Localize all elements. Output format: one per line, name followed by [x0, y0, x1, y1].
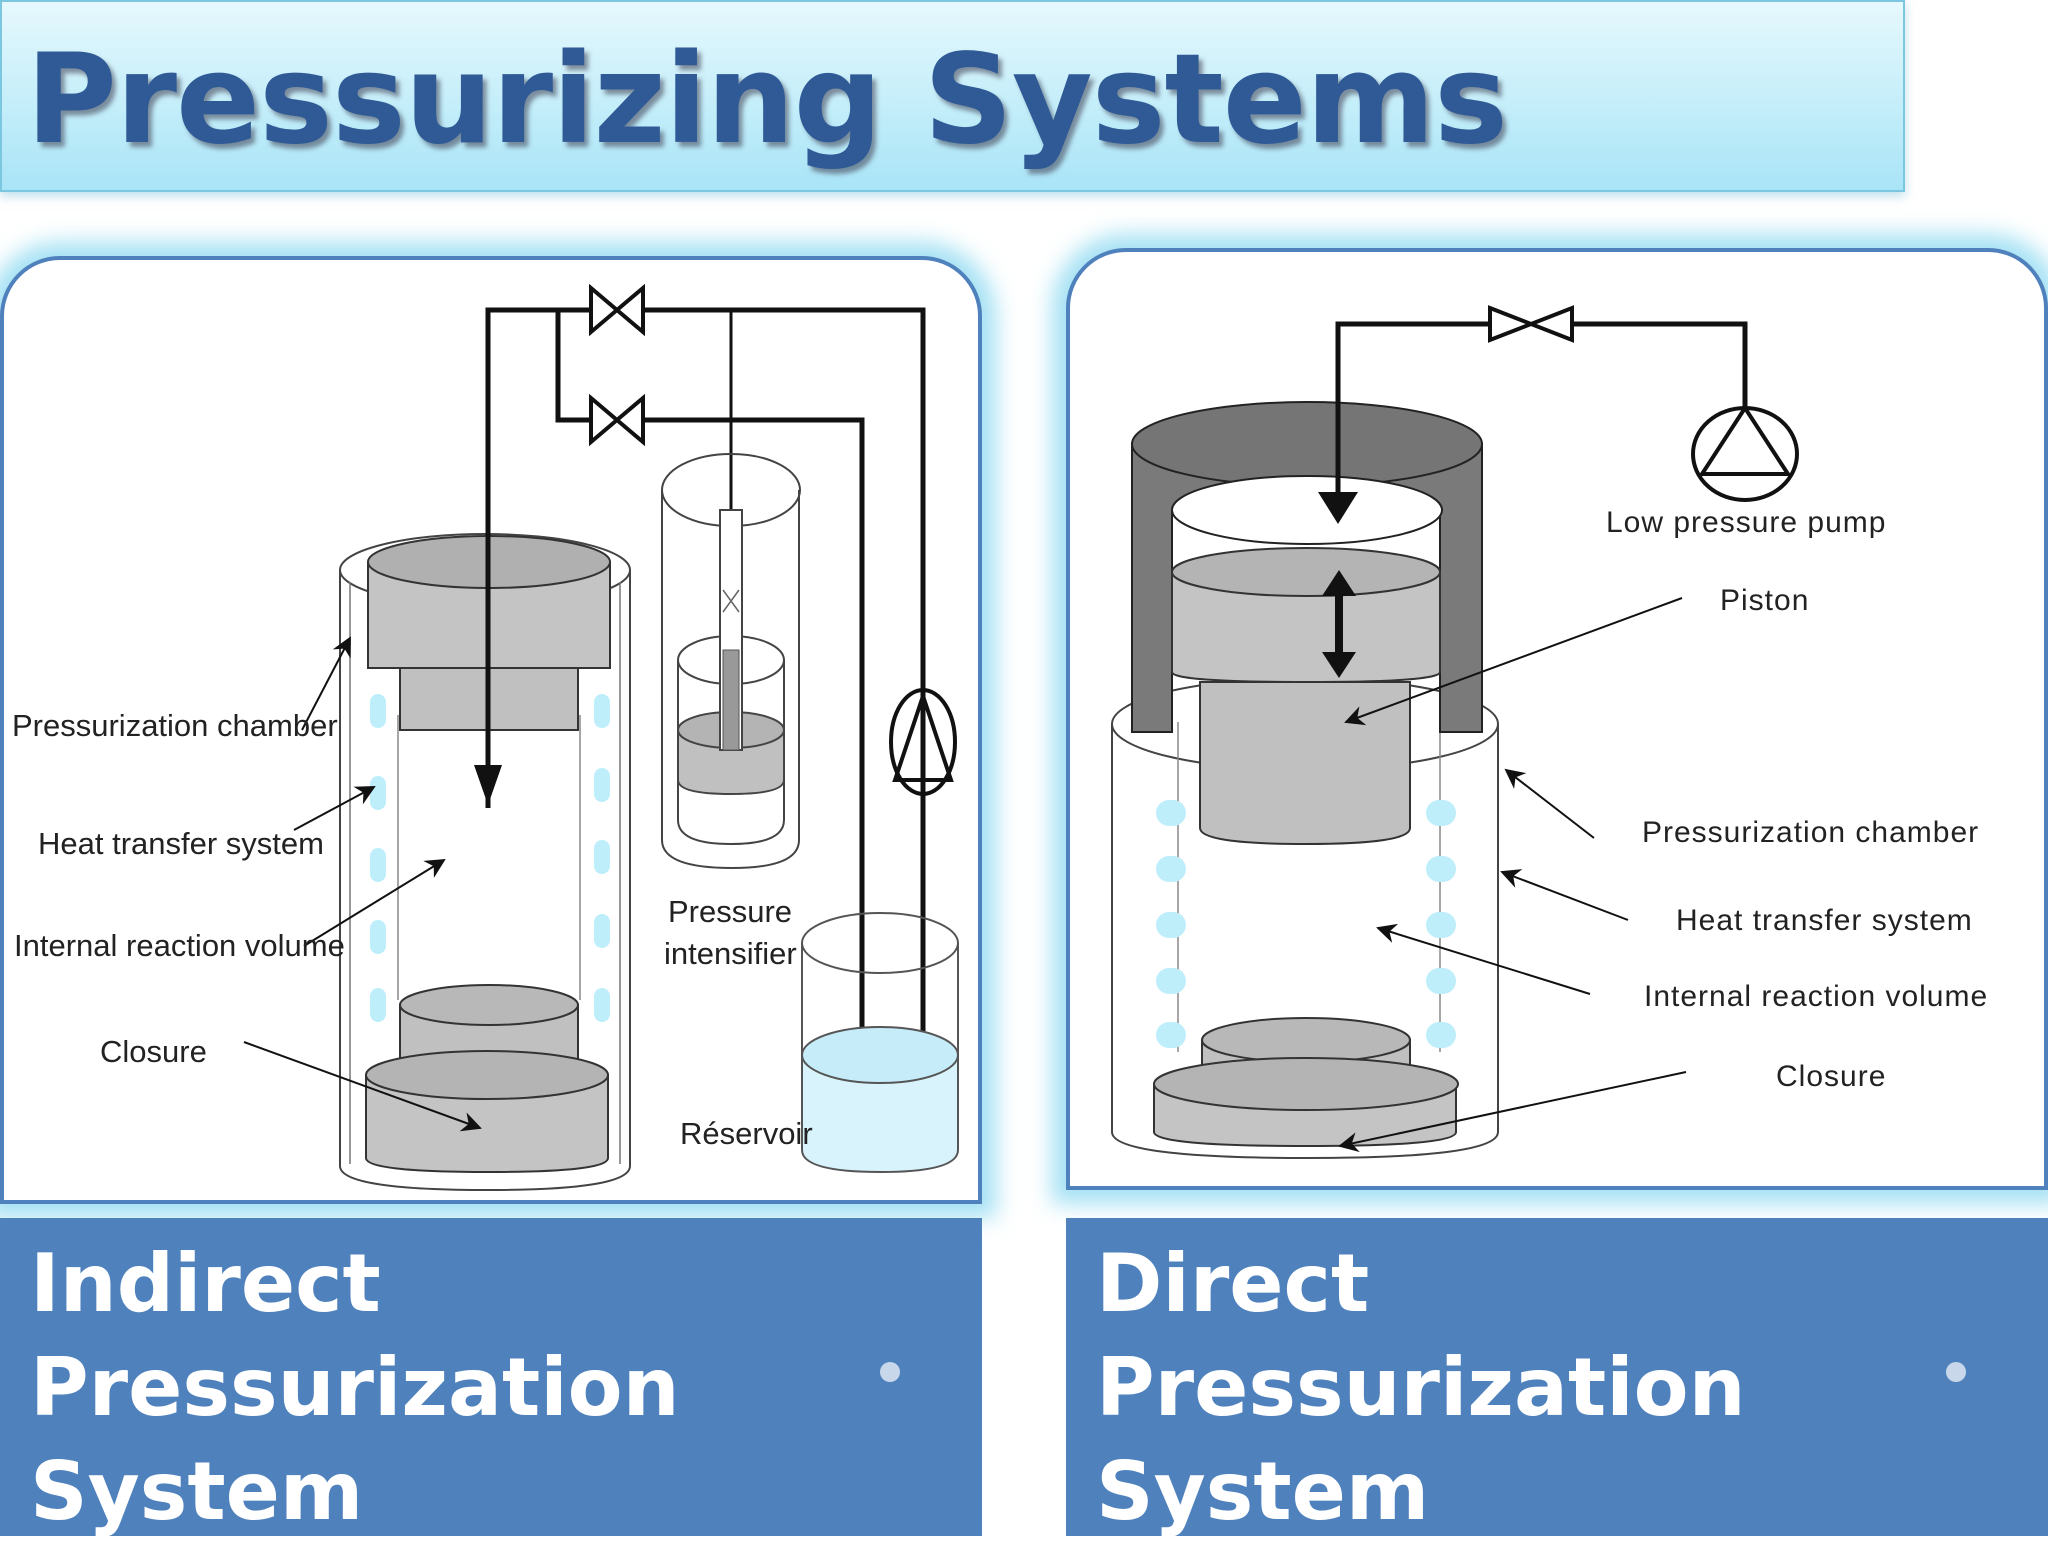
label-internal-reaction-volume: Internal reaction volume	[14, 928, 345, 963]
vessel	[339, 533, 631, 1192]
label-heat-transfer-system: Heat transfer system	[1676, 904, 1973, 937]
piston	[1171, 547, 1441, 846]
label-low-pressure-pump: Low pressure pump	[1606, 506, 1886, 539]
piping	[485, 307, 926, 1110]
page-title: Pressurizing Systems	[26, 28, 1508, 172]
reservoir	[801, 912, 959, 1174]
direct-diagram: Low pressure pump Piston Pressurization …	[1111, 305, 1988, 1160]
indirect-diagram-panel: Pressurization chamber Heat transfer sys…	[0, 256, 982, 1204]
label-heat-transfer-system: Heat transfer system	[38, 826, 324, 861]
label-arrows	[1338, 597, 1687, 1153]
direct-caption-line-3: System	[1096, 1445, 1430, 1538]
double-arrow-icon	[1322, 570, 1356, 678]
label-pressurization-chamber: Pressurization chamber	[1642, 816, 1979, 849]
label-pressurization-chamber: Pressurization chamber	[12, 708, 338, 743]
dark-cap	[1131, 401, 1483, 733]
pump-icon	[1691, 404, 1799, 502]
indirect-caption-line-3: System	[30, 1445, 364, 1538]
heat-transfer-dots	[1156, 800, 1456, 1048]
downflow-arrow	[474, 765, 502, 805]
indirect-diagram: Pressurization chamber Heat transfer sys…	[12, 283, 959, 1192]
title-bar: Pressurizing Systems	[0, 0, 1905, 192]
label-closure: Closure	[100, 1034, 207, 1069]
label-reservoir: Réservoir	[680, 1116, 813, 1151]
label-piston: Piston	[1720, 584, 1809, 617]
valve-1	[589, 283, 645, 337]
direct-caption: Direct Pressurization System	[1066, 1218, 2048, 1538]
indirect-caption-line-1: Indirect	[30, 1237, 381, 1330]
indirect-caption-line-2: Pressurization	[30, 1341, 680, 1434]
direct-caption-line-2: Pressurization	[1096, 1341, 1746, 1434]
label-closure: Closure	[1776, 1060, 1886, 1093]
valve-2	[589, 393, 645, 447]
pump-icon	[889, 688, 957, 796]
label-intensifier: intensifier	[664, 936, 797, 971]
indirect-caption: Indirect Pressurization System	[0, 1218, 982, 1538]
direct-diagram-panel: Low pressure pump Piston Pressurization …	[1066, 248, 2048, 1190]
pressure-intensifier	[661, 453, 801, 870]
closure	[1153, 1017, 1459, 1148]
label-pressure: Pressure	[668, 894, 792, 929]
label-arrows	[243, 636, 482, 1132]
piping	[1335, 321, 1748, 498]
bullet-dot	[1946, 1362, 1966, 1382]
label-internal-reaction-volume: Internal reaction volume	[1644, 980, 1988, 1013]
valve	[1488, 305, 1574, 343]
direct-caption-line-1: Direct	[1096, 1237, 1370, 1330]
bullet-dot	[880, 1362, 900, 1382]
downflow-arrow	[1318, 492, 1358, 524]
